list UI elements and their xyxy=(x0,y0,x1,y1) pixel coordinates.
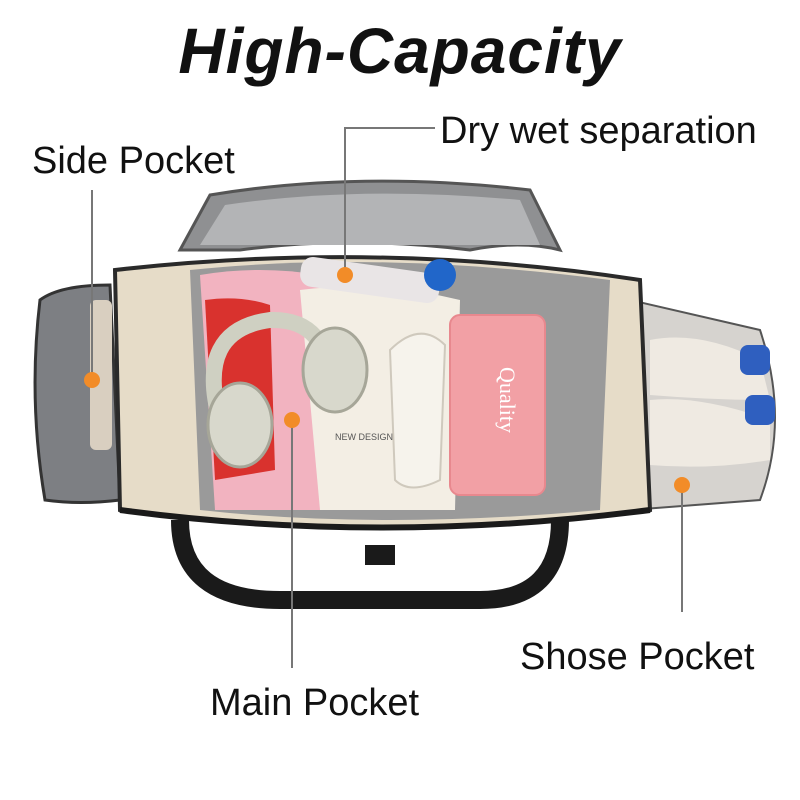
headline: High-Capacity xyxy=(178,15,622,87)
callout-dry-wet-separation: Dry wet separation xyxy=(440,110,757,152)
bottle-text: NEW DESIGN xyxy=(335,432,393,442)
callout-main-pocket: Main Pocket xyxy=(210,682,420,724)
bottle-cap xyxy=(424,259,456,291)
towel-brand: Quality xyxy=(495,367,520,433)
callout-dot-main xyxy=(284,412,300,428)
callout-dot-side xyxy=(84,372,100,388)
callout-side-pocket: Side Pocket xyxy=(32,140,235,182)
callout-lines xyxy=(91,127,683,668)
handle-strap xyxy=(171,519,569,609)
callout-dot-shoe xyxy=(674,477,690,493)
callout-shoe-pocket: Shose Pocket xyxy=(520,636,755,678)
towel xyxy=(449,314,546,496)
callout-dot-dry xyxy=(337,267,353,283)
umbrella xyxy=(388,332,447,489)
